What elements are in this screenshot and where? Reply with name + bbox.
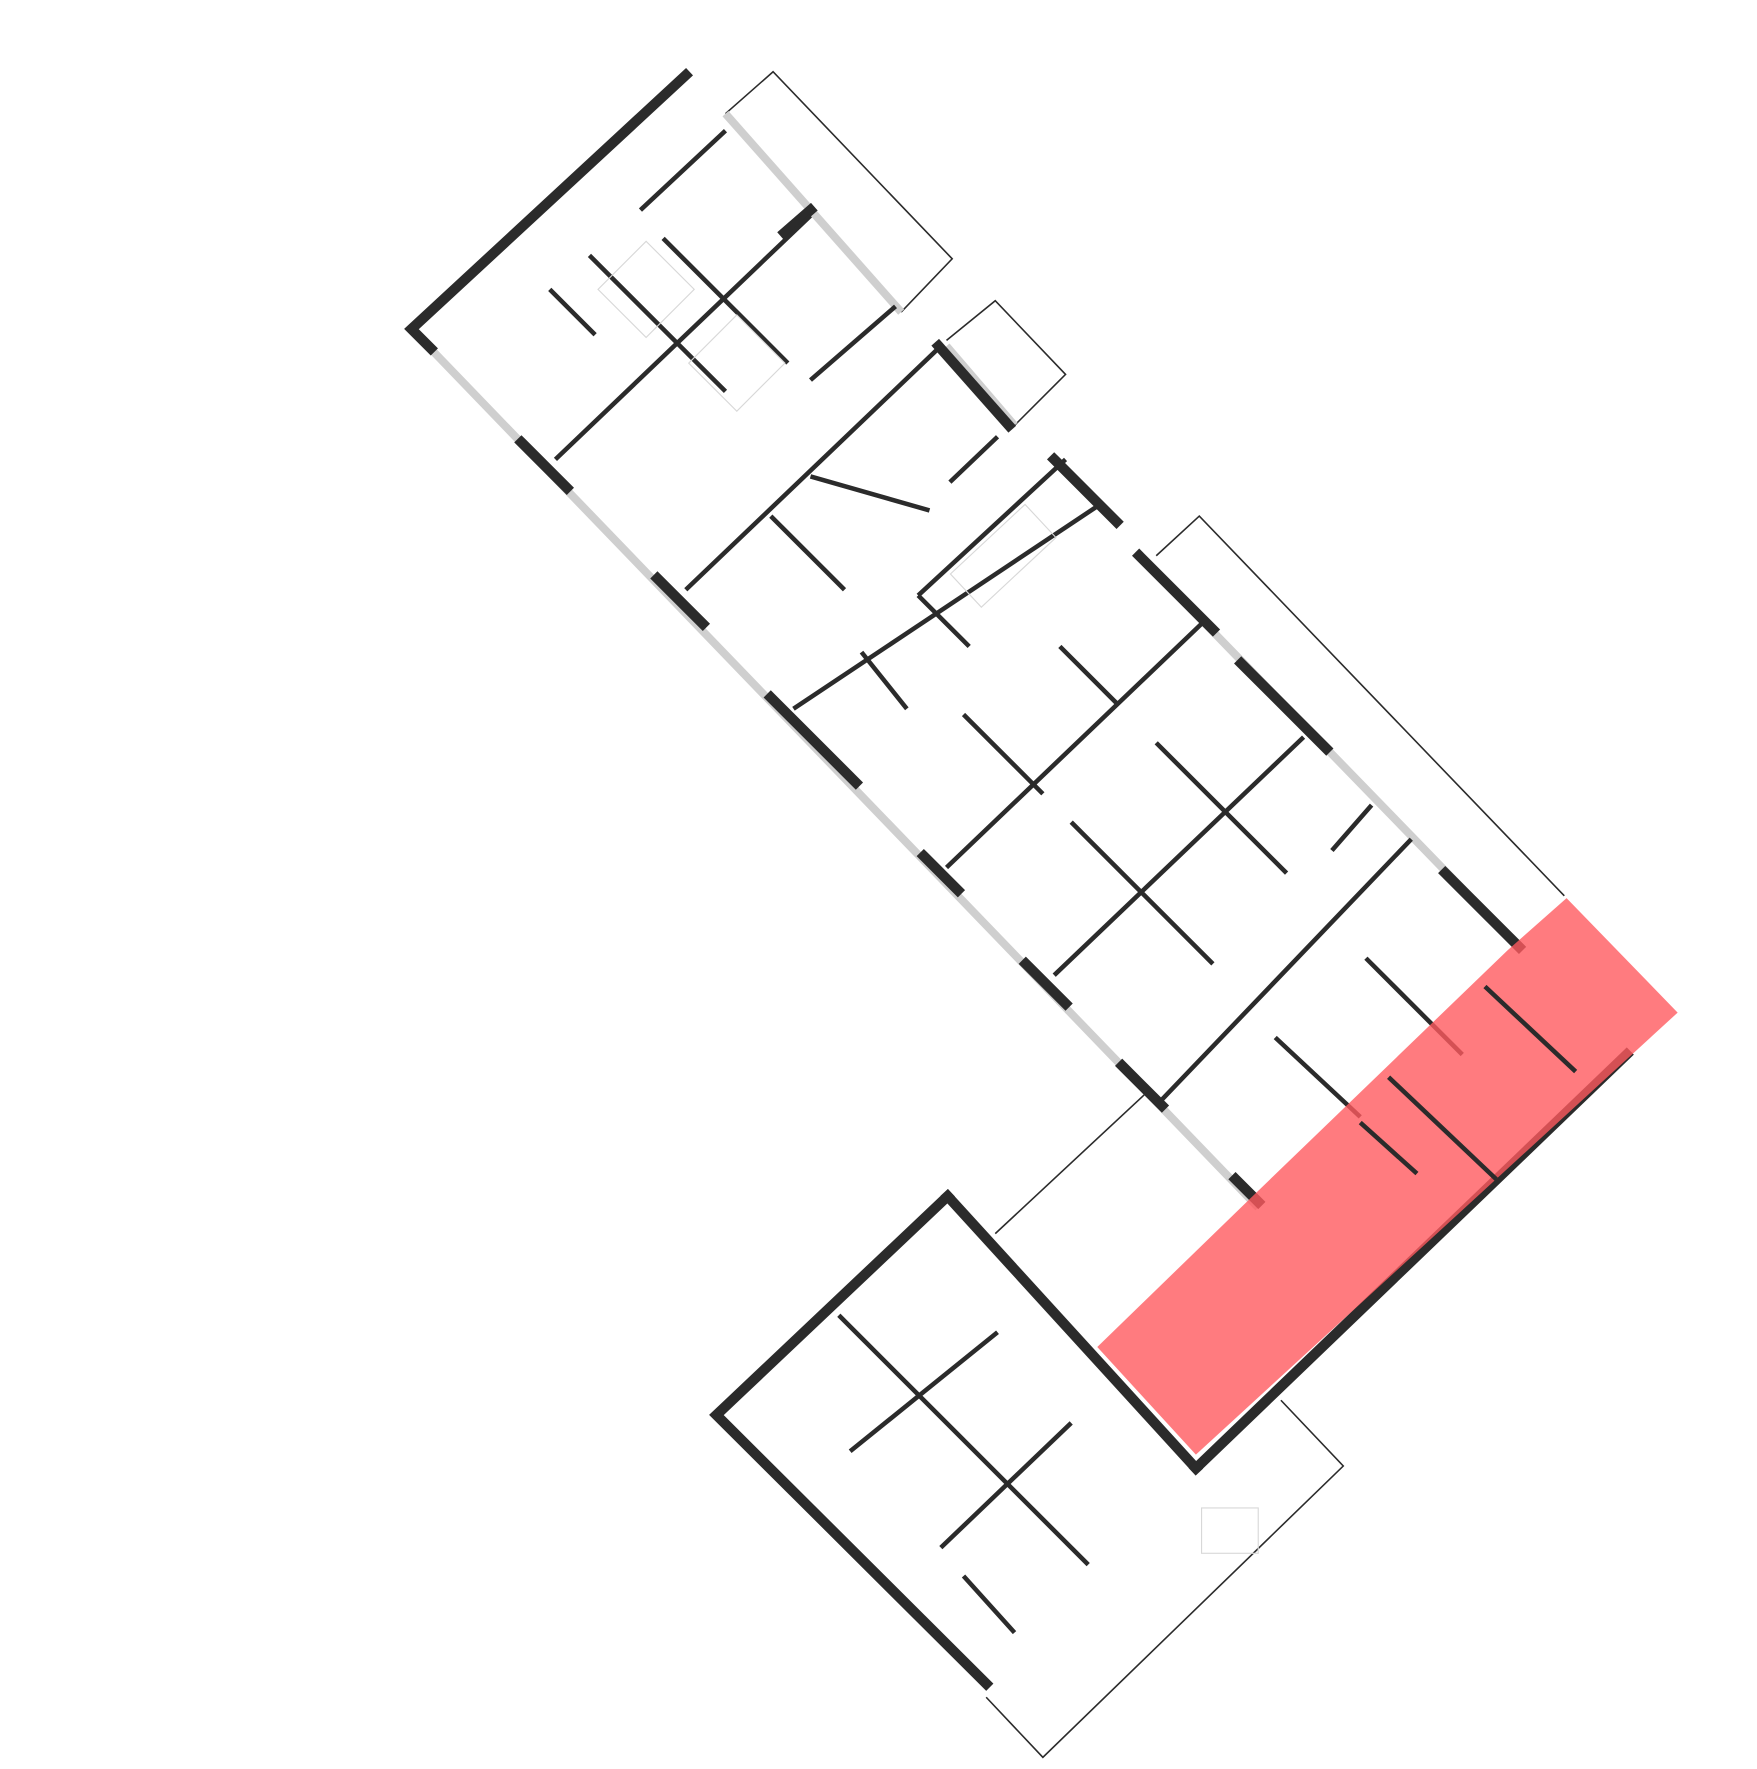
- exterior-walls: [404, 67, 1634, 1691]
- interior-walls: [548, 129, 1464, 1635]
- highlighted-apartment[interactable]: [1097, 898, 1678, 1455]
- highlighted-apartment-walls: [1358, 984, 1578, 1181]
- terrace-outlines: [724, 70, 1565, 1759]
- stairs: [597, 240, 1259, 1554]
